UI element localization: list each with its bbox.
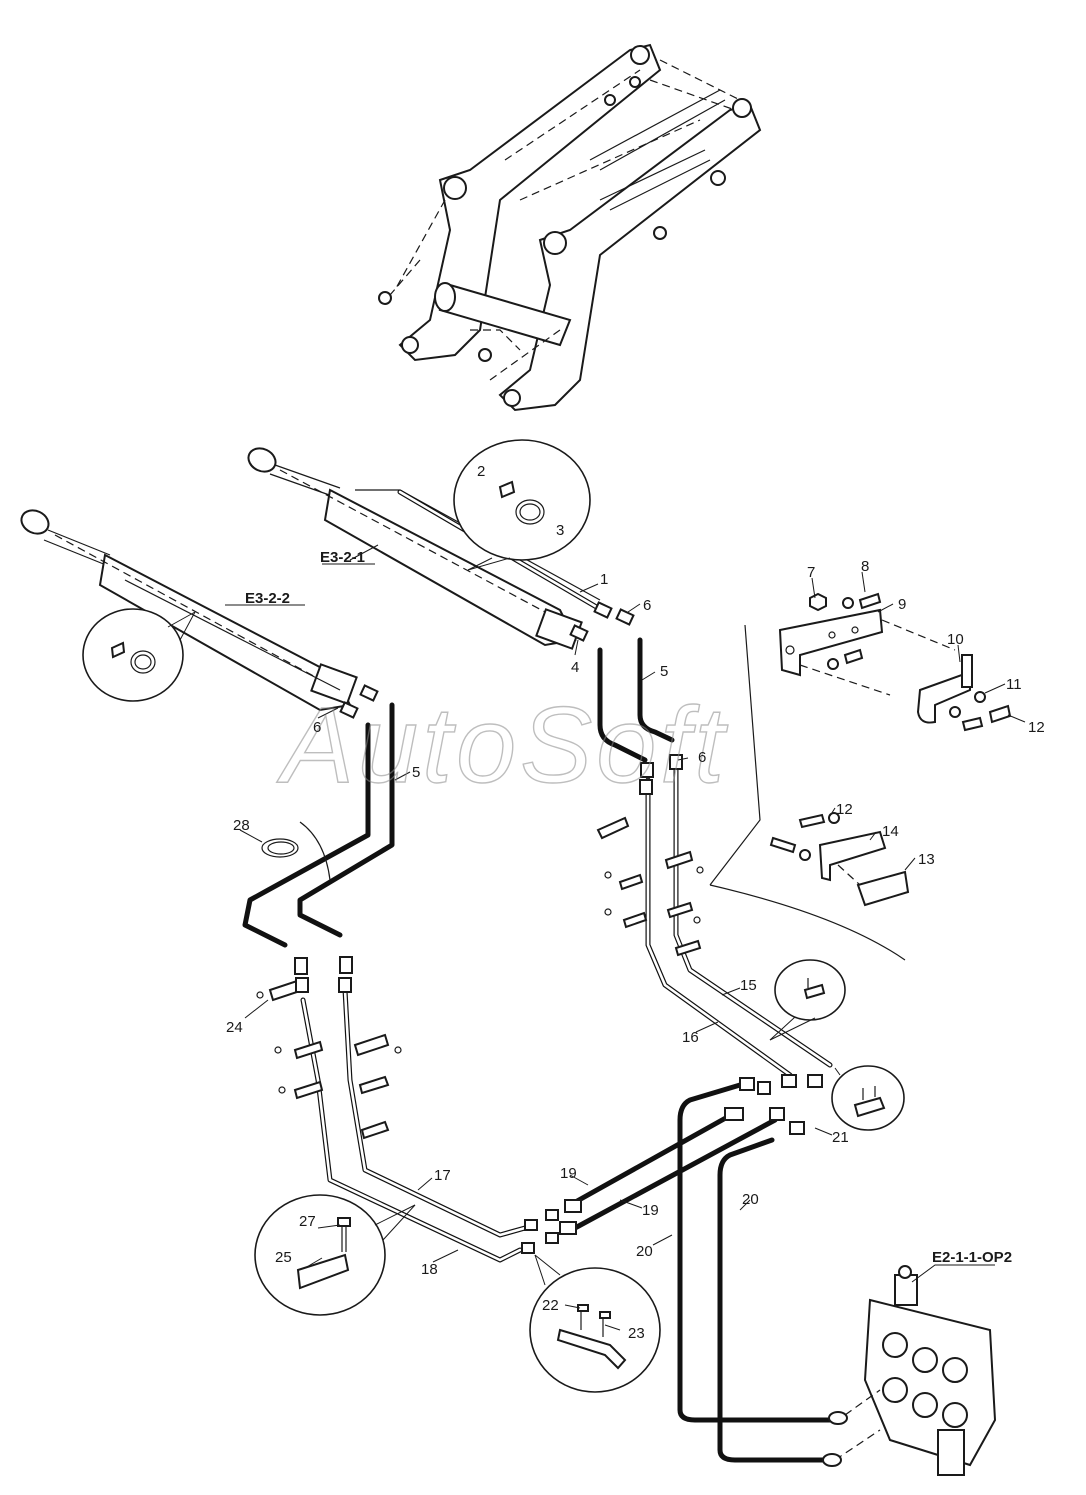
callout-12-a: 12 <box>1028 719 1045 736</box>
callout-24: 24 <box>226 1019 243 1036</box>
callout-13: 13 <box>918 851 935 868</box>
bracket-9 <box>778 608 956 696</box>
bracket-13-14 <box>769 812 910 907</box>
callout-14: 14 <box>882 823 899 840</box>
callout-7: 7 <box>807 564 815 581</box>
watermark-text: AutoSoft <box>276 684 728 805</box>
callout-6-b: 6 <box>698 749 706 766</box>
detail-circle-22-23 <box>529 1254 661 1393</box>
detail-circle-left-clamp <box>82 608 196 702</box>
callout-numbers: 1 2 3 4 5 5 6 6 6 7 8 9 10 11 12 12 13 1… <box>226 463 1045 1342</box>
callout-23: 23 <box>628 1325 645 1342</box>
callout-6-c: 6 <box>313 719 321 736</box>
detail-circle-2-3 <box>453 439 591 571</box>
callout-5-upper: 5 <box>660 663 668 680</box>
callout-20-a: 20 <box>742 1191 759 1208</box>
bolts-7-8-11-12 <box>809 592 1012 732</box>
callout-27: 27 <box>299 1213 316 1230</box>
hoses-5-left <box>242 702 395 948</box>
clamp-sets-right <box>596 816 704 957</box>
callout-20-b: 20 <box>636 1243 653 1260</box>
clamp-sets-left <box>256 978 402 1140</box>
fittings <box>294 601 823 1254</box>
callout-19-a: 19 <box>560 1165 577 1182</box>
callout-15: 15 <box>740 977 757 994</box>
callout-28: 28 <box>233 817 250 834</box>
hoses-19 <box>567 1107 778 1231</box>
callout-18: 18 <box>421 1261 438 1278</box>
leader-lines <box>225 544 1026 1331</box>
detail-circle-15-16 <box>769 959 846 1041</box>
callout-16: 16 <box>682 1029 699 1046</box>
callout-8: 8 <box>861 558 869 575</box>
bracket-10 <box>916 654 973 724</box>
reference-e3-2-1: E3-2-1 <box>320 549 365 566</box>
callout-12-b: 12 <box>836 801 853 818</box>
boom-cylinder-lower <box>20 509 358 712</box>
hoses-20 <box>677 1082 833 1463</box>
callout-25: 25 <box>275 1249 292 1266</box>
callout-17: 17 <box>434 1167 451 1184</box>
callout-4: 4 <box>571 659 579 676</box>
tubes-15-16 <box>645 767 833 1078</box>
hoses-5-right <box>597 637 675 763</box>
hose-clamp-28 <box>261 838 299 858</box>
callout-22: 22 <box>542 1297 559 1314</box>
reference-e2-1-1-op2: E2-1-1-OP2 <box>932 1249 1012 1266</box>
callout-6-a: 6 <box>643 597 651 614</box>
callout-2: 2 <box>477 463 485 480</box>
frame-outline <box>299 624 906 961</box>
callout-1: 1 <box>600 571 608 588</box>
detail-circle-21 <box>831 1065 905 1131</box>
callout-19-b: 19 <box>642 1202 659 1219</box>
loader-arm-assembly <box>378 43 762 412</box>
callout-9: 9 <box>898 596 906 613</box>
callout-5-lower: 5 <box>412 764 420 781</box>
callout-10: 10 <box>947 631 964 648</box>
control-valve <box>822 1265 997 1476</box>
callout-21: 21 <box>832 1129 849 1146</box>
detail-circle-25-27 <box>254 1194 416 1316</box>
reference-e3-2-2: E3-2-2 <box>245 590 290 607</box>
callout-11: 11 <box>1006 676 1022 693</box>
callout-3: 3 <box>556 522 564 539</box>
